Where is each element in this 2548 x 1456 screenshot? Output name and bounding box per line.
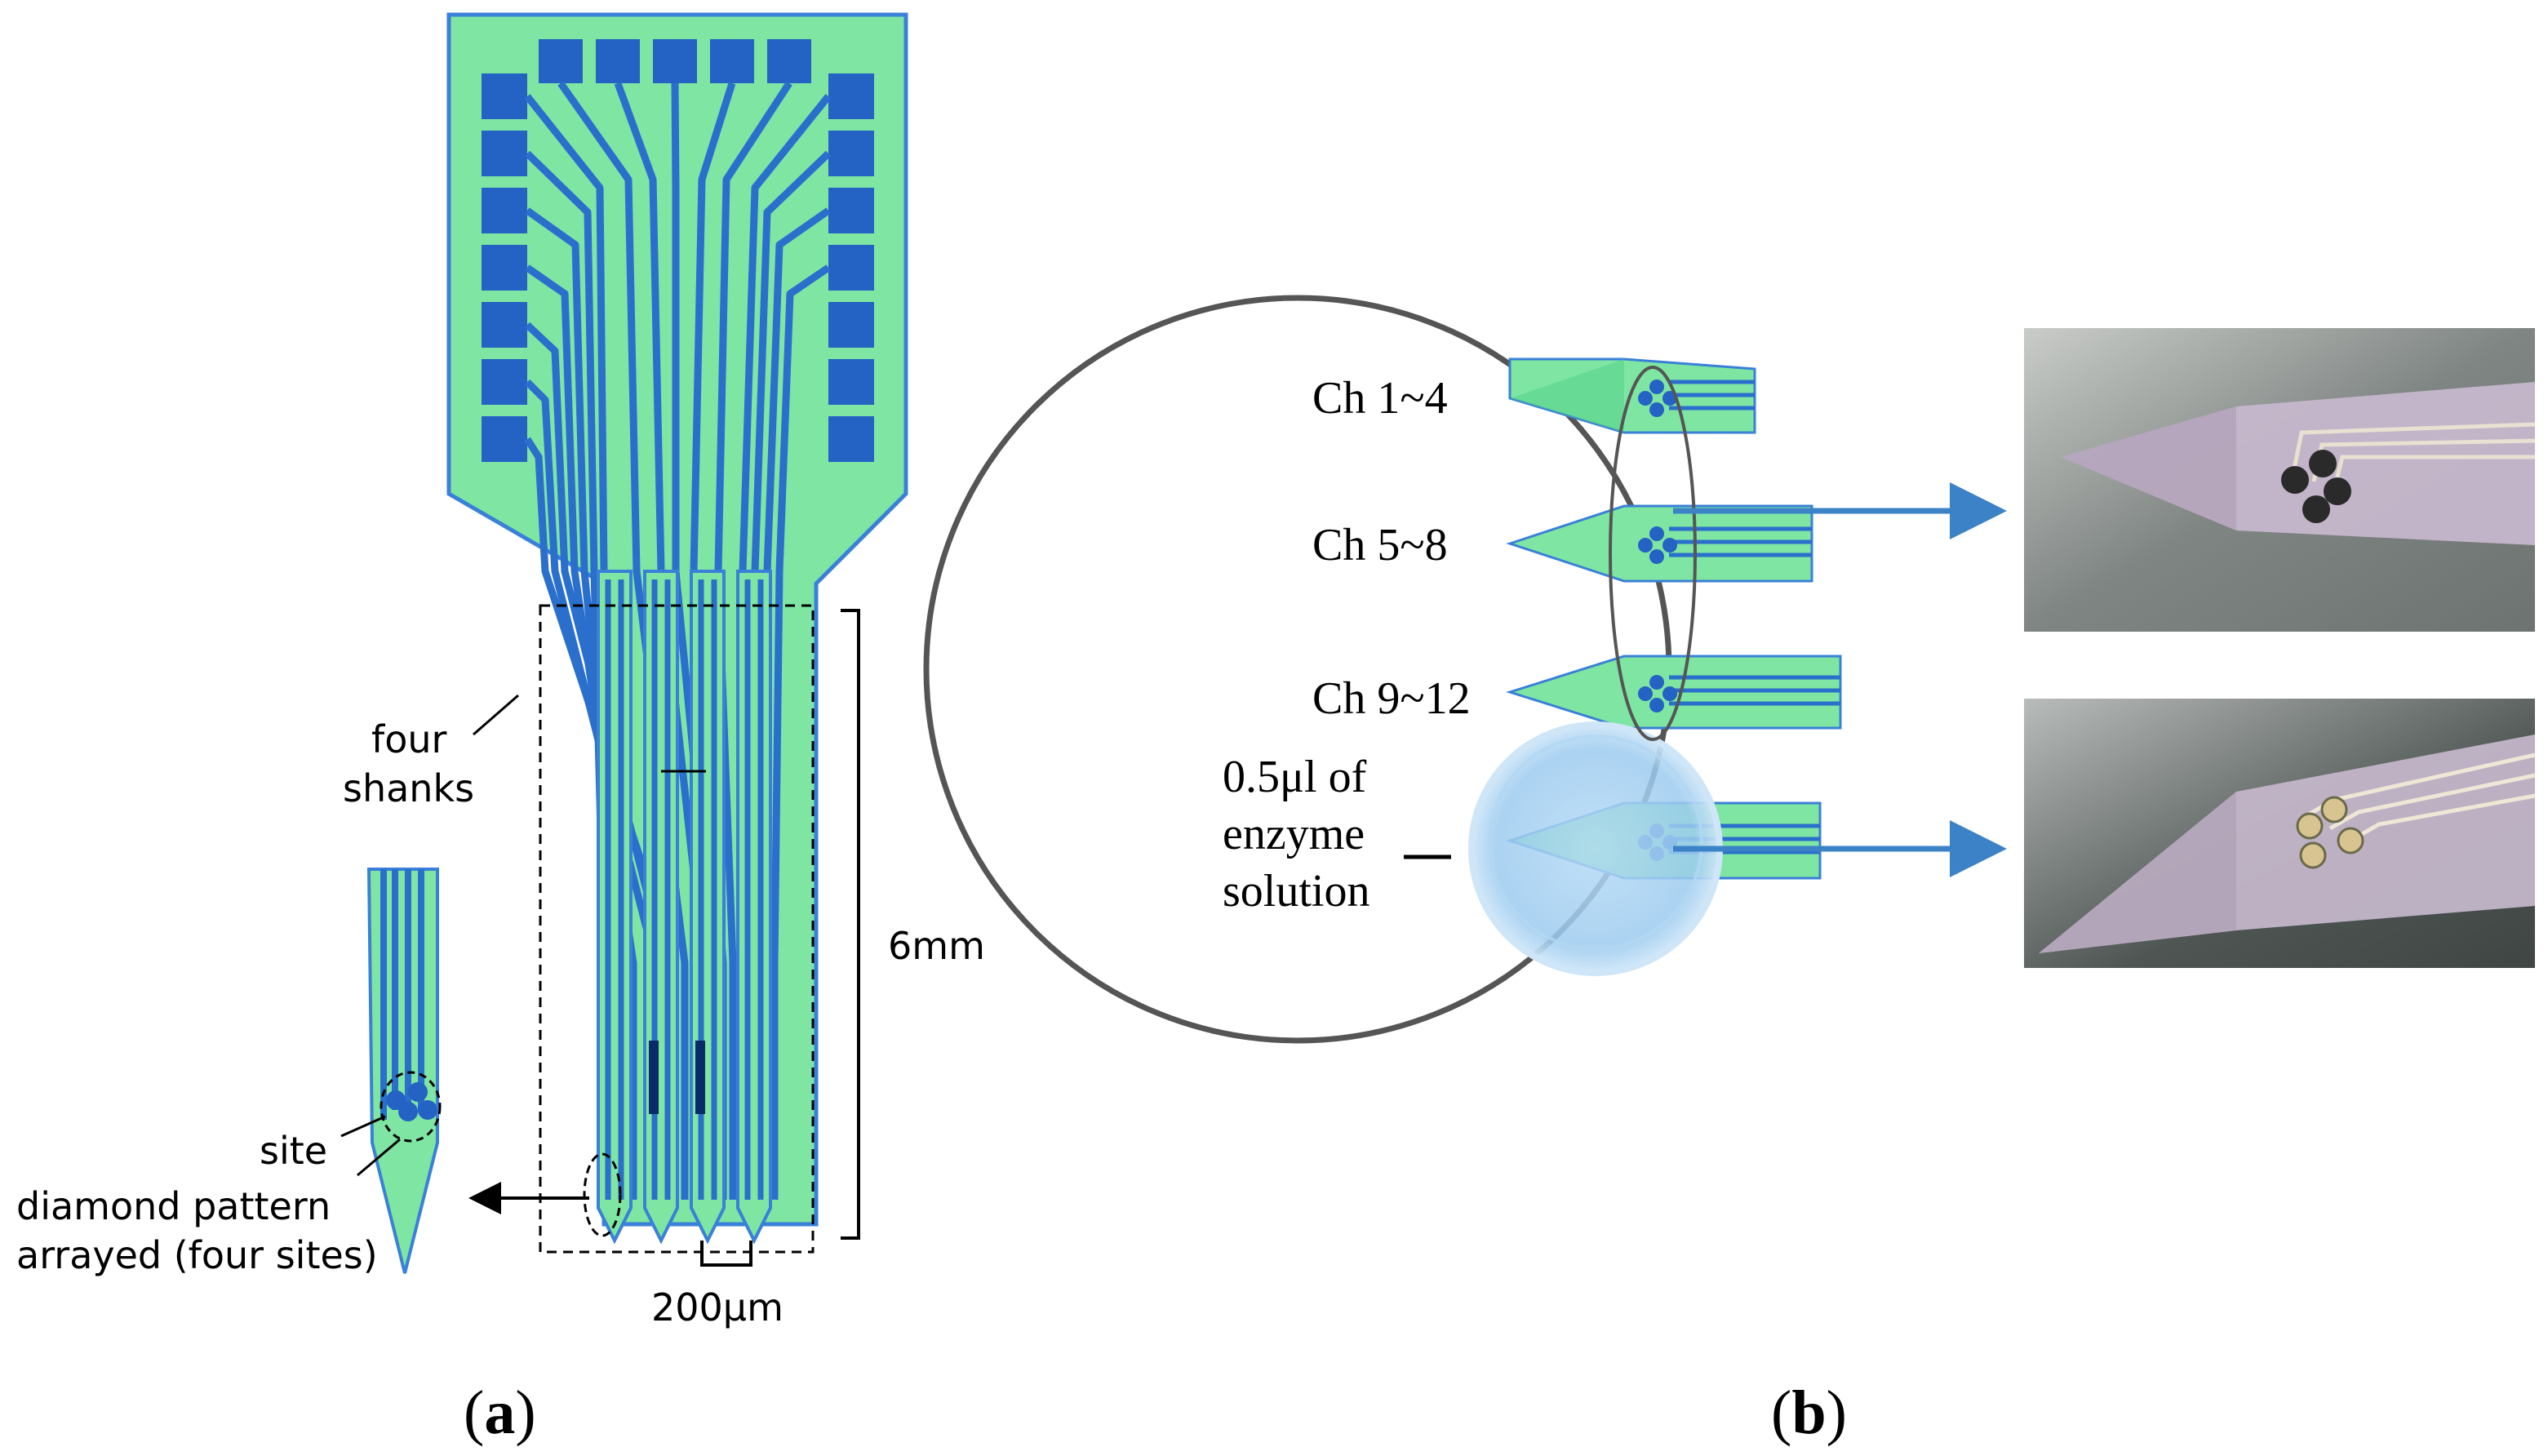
micrograph-after xyxy=(2024,699,2536,968)
panel-b: Ch 1~4 Ch 5~8 Ch 9~12 0.5μl of enzyme so… xyxy=(923,295,2536,1447)
recording-sites xyxy=(386,1082,437,1121)
label-enzyme-line-3: solution xyxy=(1223,866,1369,917)
site-leader xyxy=(340,1115,386,1138)
panel-a-caption: (a) xyxy=(464,1378,536,1447)
label-enzyme-line-1: 0.5μl of xyxy=(1223,752,1367,802)
shank-region-box xyxy=(539,604,815,1254)
magnified-shank xyxy=(340,868,442,1274)
label-enzyme-line-2: enzyme xyxy=(1223,809,1365,859)
tip-highlight-ellipse xyxy=(583,1152,622,1237)
micrograph-before xyxy=(2024,328,2536,632)
channel-group-ellipse xyxy=(1609,366,1697,741)
shanks xyxy=(597,570,772,1245)
diamond-label-line-2: arrayed (four sites) xyxy=(16,1233,378,1277)
label-ch5-8: Ch 5~8 xyxy=(1312,520,1448,570)
length-label: 6mm xyxy=(888,924,985,968)
shank-4 xyxy=(736,570,772,1245)
enzyme-droplet-inner xyxy=(1488,735,1703,950)
label-ch9-12: Ch 9~12 xyxy=(1312,673,1471,724)
four-shanks-leader xyxy=(473,694,519,736)
panel-a: 6mm 200μm four shanks site diamond p xyxy=(16,12,985,1447)
site-label: site xyxy=(260,1129,327,1173)
right-bond-pads xyxy=(828,73,874,462)
top-bond-pads xyxy=(539,39,811,83)
pitch-bracket xyxy=(700,1241,752,1267)
diamond-label-line-1: diamond pattern xyxy=(16,1184,331,1228)
shank-tip-ch5-8 xyxy=(1506,504,1813,583)
left-bond-pads xyxy=(482,73,527,462)
shank-1 xyxy=(597,570,633,1245)
diamond-leader xyxy=(357,1138,401,1177)
shank-3 xyxy=(690,570,726,1245)
length-bracket xyxy=(841,609,860,1240)
panel-b-caption: (b) xyxy=(1771,1378,1847,1447)
four-shanks-label-line-2: shanks xyxy=(343,766,474,810)
shank-tip-ch1-4 xyxy=(1508,357,1756,434)
shank-2 xyxy=(643,570,679,1245)
four-shanks-label-line-1: four xyxy=(371,717,446,761)
pitch-label: 200μm xyxy=(651,1285,783,1329)
site-highlight-ellipse xyxy=(380,1071,442,1143)
label-ch1-4: Ch 1~4 xyxy=(1312,373,1448,424)
